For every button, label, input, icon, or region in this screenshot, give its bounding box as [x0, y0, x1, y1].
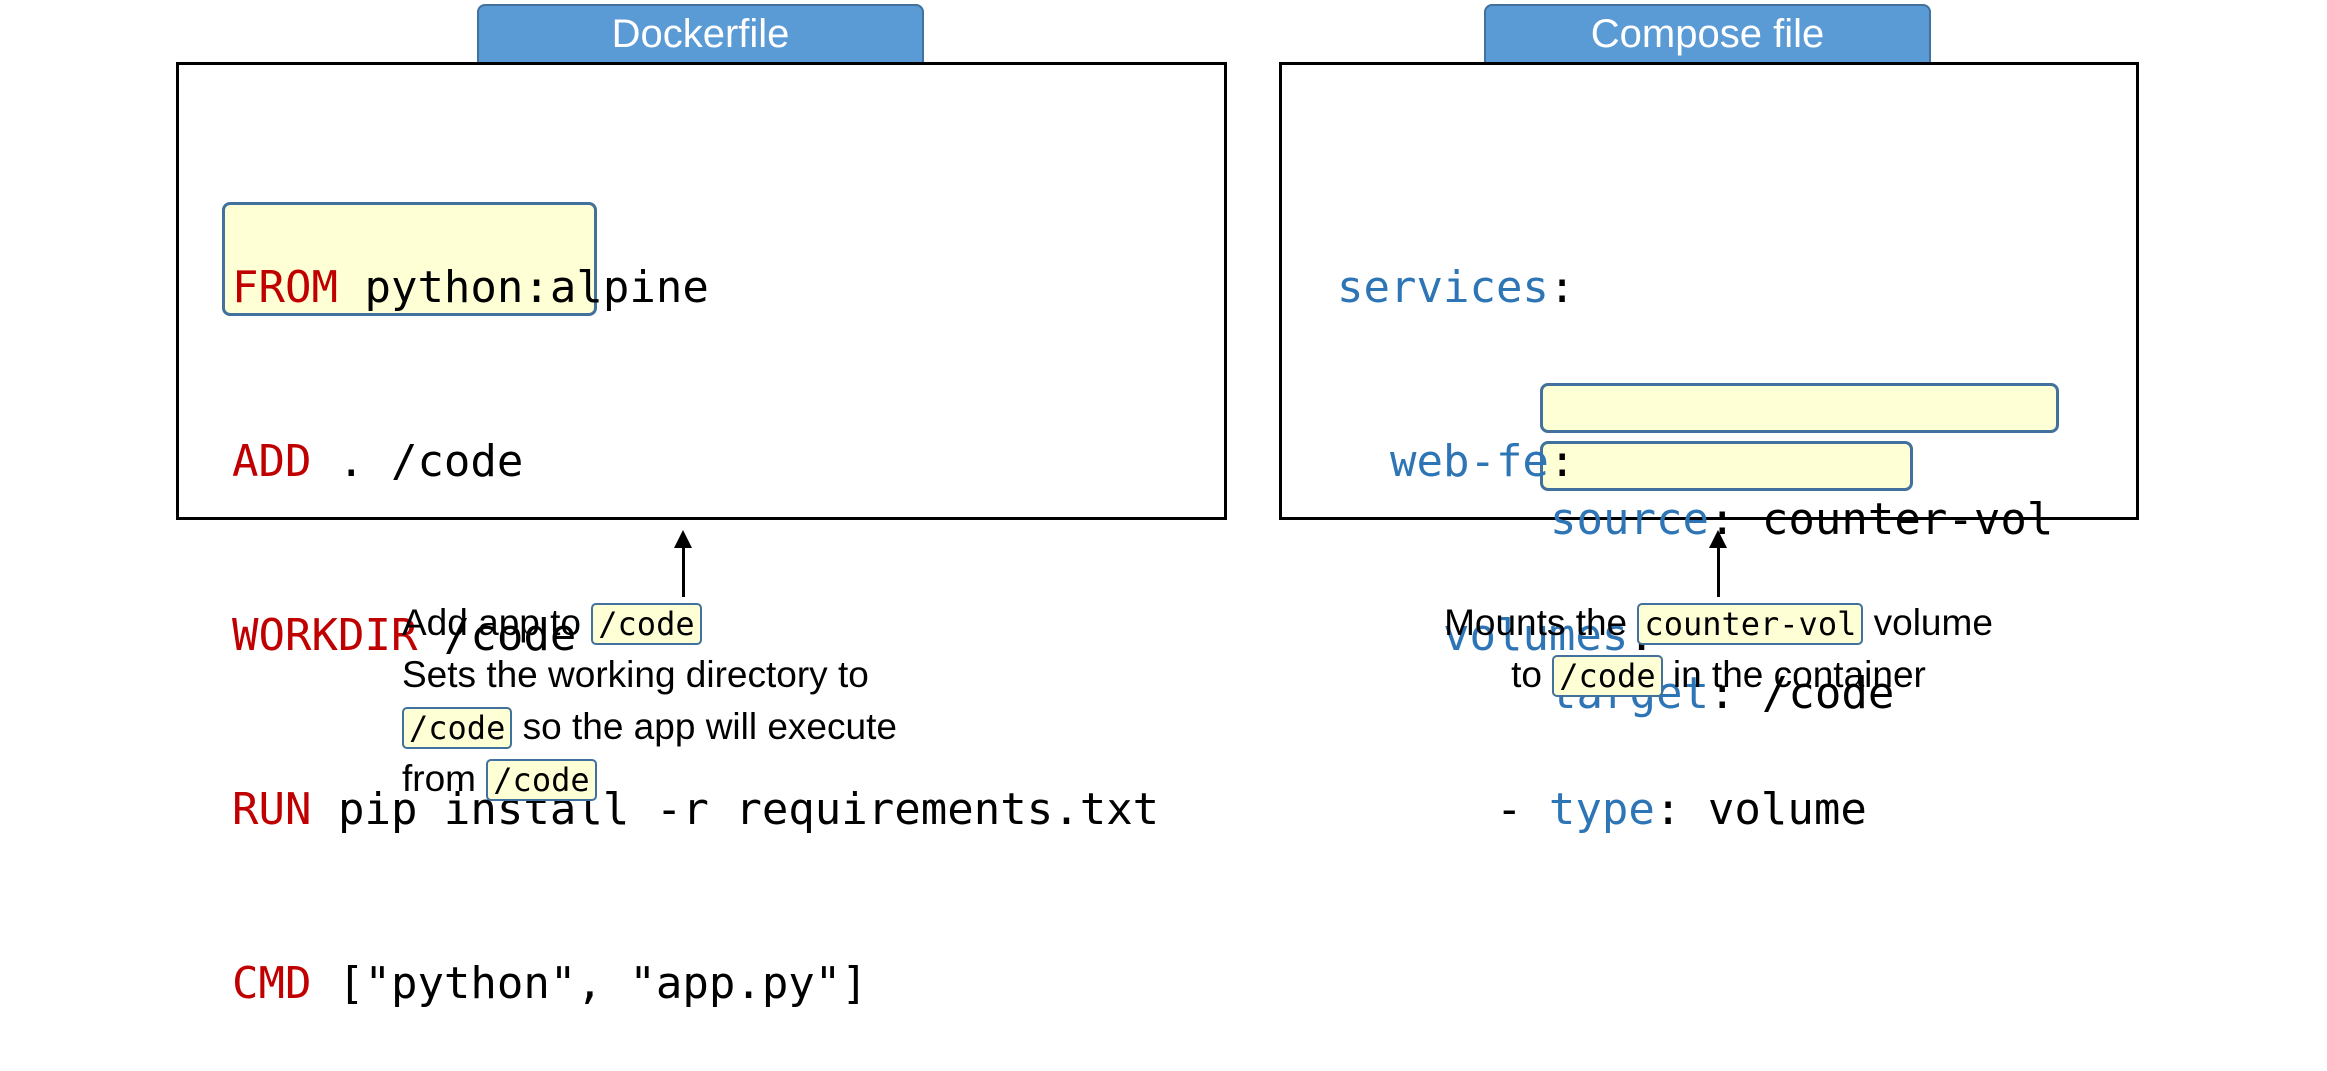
code-chip: /code [591, 603, 702, 645]
key-volumes: volumes [1442, 610, 1629, 661]
keyword-add: ADD [232, 436, 312, 487]
dockerfile-title: Dockerfile [611, 11, 790, 56]
dockerfile-note-line2: Sets the working directory to [402, 654, 869, 695]
compose-code-indented: source: counter-vol target: /code [1550, 375, 2053, 781]
dockerfile-arrowhead [674, 530, 692, 548]
compose-note: Mounts the counter-vol volume to /code i… [1300, 597, 2137, 701]
dockerfile-note-line4: from /code [402, 753, 897, 805]
dockerfile-line-add: ADD . /code [232, 433, 1159, 491]
code-chip: /code [1552, 655, 1663, 697]
source-highlight [1540, 383, 2059, 433]
key-web-fe: web-fe [1389, 436, 1549, 487]
compose-line-web-fe: web-fe: [1389, 436, 1576, 487]
compose-note-line1: Mounts the counter-vol volume [1444, 602, 1993, 645]
keyword-run: RUN [232, 784, 312, 835]
compose-title: Compose file [1590, 11, 1825, 56]
dockerfile-arrow-line [682, 545, 685, 597]
from-args: python:alpine [337, 262, 709, 313]
dockerfile-note-line3: /code so the app will execute [402, 701, 897, 753]
compose-note-line2: to /code in the container [1511, 654, 1926, 697]
compose-line-type: - type: volume [1337, 784, 1867, 835]
dockerfile-line-from: FROM python:alpine [232, 259, 1159, 317]
key-type: type [1548, 784, 1655, 835]
compose-arrowhead [1709, 530, 1727, 548]
dockerfile-line-workdir: WORKDIR /code [232, 607, 1159, 665]
dockerfile-note: Add app to /code Sets the working direct… [402, 597, 897, 805]
key-source: source [1550, 494, 1709, 545]
key-services: services [1337, 262, 1549, 313]
compose-line-source: source: counter-vol [1550, 494, 2054, 545]
dockerfile-highlight [222, 202, 597, 316]
target-highlight [1540, 441, 1913, 491]
code-chip: /code [486, 759, 597, 801]
keyword-cmd: CMD [232, 958, 312, 1009]
compose-tab: Compose file [1484, 4, 1931, 62]
keyword-workdir: WORKDIR [232, 610, 418, 661]
workdir-args: /code [417, 610, 577, 661]
dockerfile-line-cmd: CMD ["python", "app.py"] [232, 955, 1159, 1013]
dockerfile-tab: Dockerfile [477, 4, 924, 62]
compose-line-services: services: [1337, 262, 1576, 313]
code-chip: /code [402, 707, 513, 749]
add-args: . /code [311, 436, 524, 487]
code-chip: counter-vol [1637, 603, 1864, 645]
dockerfile-note-line1: Add app to /code [402, 597, 897, 649]
compose-arrow-line [1717, 545, 1720, 597]
cmd-args: ["python", "app.py"] [311, 958, 868, 1009]
keyword-from: FROM [232, 262, 338, 313]
